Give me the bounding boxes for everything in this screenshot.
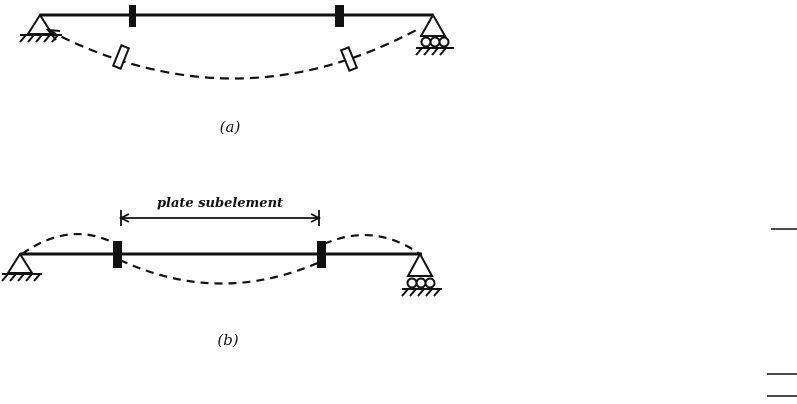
plate-subelement-label: plate subelement xyxy=(157,196,283,211)
stiffener-left-a xyxy=(129,5,136,27)
stiffener-left-b xyxy=(113,241,122,268)
roller-support-right-b xyxy=(402,254,442,296)
stiffener-right-b xyxy=(317,241,326,268)
rotated-stiffener-right-a xyxy=(341,47,357,70)
figure-b xyxy=(2,210,442,296)
deflected-wave-right-b xyxy=(324,235,420,254)
deflected-wave-middle-b xyxy=(120,260,320,284)
pin-support-left-b xyxy=(2,254,42,281)
roller-support-right-a xyxy=(416,15,454,55)
rotated-stiffener-left-a xyxy=(113,45,129,68)
plate-subelement-dimension xyxy=(121,210,319,226)
stiffener-right-a xyxy=(335,5,344,27)
edge-marks xyxy=(767,229,797,396)
pin-support-left-a xyxy=(20,15,62,42)
caption-a: (a) xyxy=(220,118,241,136)
figure-a xyxy=(20,5,454,79)
deflected-wave-left-b xyxy=(22,234,116,254)
caption-b: (b) xyxy=(217,331,238,349)
deflected-shape-a xyxy=(48,28,420,79)
